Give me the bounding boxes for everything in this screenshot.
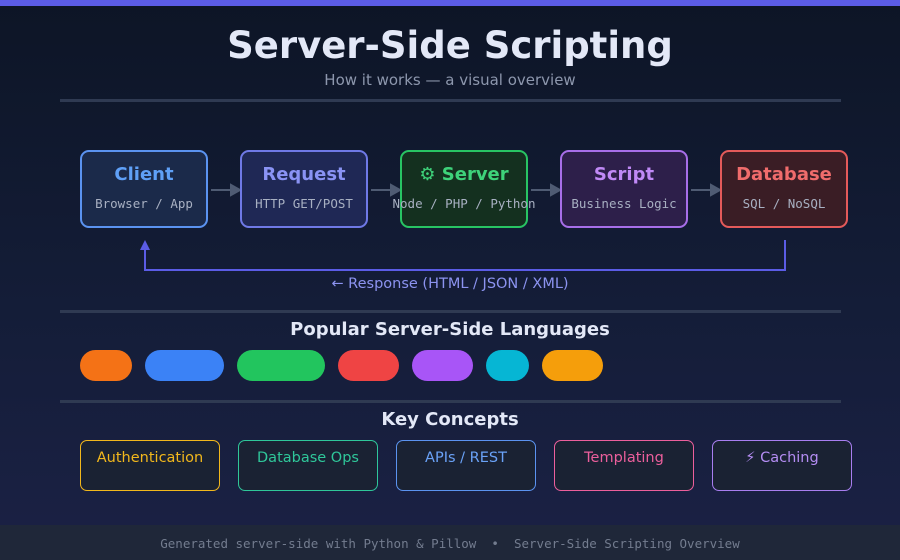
arrowhead-request-server xyxy=(390,183,403,197)
flow-node-script: Script Business Logic xyxy=(560,150,688,228)
concept-label: Templating xyxy=(584,450,664,466)
section-divider-languages xyxy=(60,310,841,313)
node-title-request: Request xyxy=(262,164,346,185)
arrowhead-client-request xyxy=(230,183,243,197)
footer-credit: Generated server-side with Python & Pill… xyxy=(160,536,477,551)
node-subtitle-request: HTTP GET/POST xyxy=(255,196,353,211)
lightning-icon: ⚡ xyxy=(745,450,756,466)
flow-node-server: ⚙ Server Node / PHP / Python xyxy=(393,150,536,228)
flow-node-database: Database SQL / NoSQL xyxy=(720,150,848,228)
concept-card-caching: ⚡ Caching xyxy=(712,440,852,491)
language-pill xyxy=(237,350,325,381)
response-label: ← Response (HTML / JSON / XML) xyxy=(331,276,569,292)
flow-connectors xyxy=(140,183,786,271)
footer-text: Generated server-side with Python & Pill… xyxy=(0,536,900,551)
section-divider-concepts xyxy=(60,400,841,403)
arrowhead-server-script xyxy=(550,183,563,197)
gear-icon: ⚙ xyxy=(419,164,436,185)
language-pill xyxy=(412,350,473,381)
footer-bar xyxy=(0,525,900,560)
footer-separator: • xyxy=(476,536,514,551)
response-arrow xyxy=(144,240,786,271)
node-subtitle-database: SQL / NoSQL xyxy=(742,196,826,211)
node-subtitle-server: Node / PHP / Python xyxy=(392,196,536,211)
flow-node-request: Request HTTP GET/POST xyxy=(240,150,368,228)
arrowhead-script-database xyxy=(710,183,723,197)
flow-node-client: Client Browser / App xyxy=(80,150,208,228)
languages-title: Popular Server-Side Languages xyxy=(290,319,610,340)
footer-caption: Server-Side Scripting Overview xyxy=(513,536,740,551)
language-pill xyxy=(80,350,132,381)
language-pill xyxy=(338,350,399,381)
node-title-script: Script xyxy=(593,164,655,185)
node-subtitle-client: Browser / App xyxy=(95,196,193,211)
concepts-title: Key Concepts xyxy=(381,409,519,430)
node-subtitle-script: Business Logic xyxy=(571,196,677,211)
concept-card-templating: Templating xyxy=(554,440,694,491)
node-title-client: Client xyxy=(114,164,174,185)
concept-label: Caching xyxy=(760,450,819,466)
page-title: Server-Side Scripting xyxy=(227,24,673,67)
concept-card-database-ops: Database Ops xyxy=(238,440,378,491)
concept-label: Database Ops xyxy=(257,450,359,466)
node-title-server: Server xyxy=(441,164,509,185)
page-subtitle: How it works — a visual overview xyxy=(324,71,576,89)
concept-label: APIs / REST xyxy=(425,450,507,466)
concept-card-authentication: Authentication xyxy=(80,440,220,491)
header-divider xyxy=(60,99,841,102)
node-title-database: Database xyxy=(736,164,832,185)
language-pill xyxy=(486,350,529,381)
top-accent-bar xyxy=(0,0,900,6)
language-pill xyxy=(145,350,224,381)
concept-label: Authentication xyxy=(96,450,204,466)
language-pill xyxy=(542,350,603,381)
response-arrowhead xyxy=(140,240,150,250)
concept-card-apis-rest: APIs / REST xyxy=(396,440,536,491)
